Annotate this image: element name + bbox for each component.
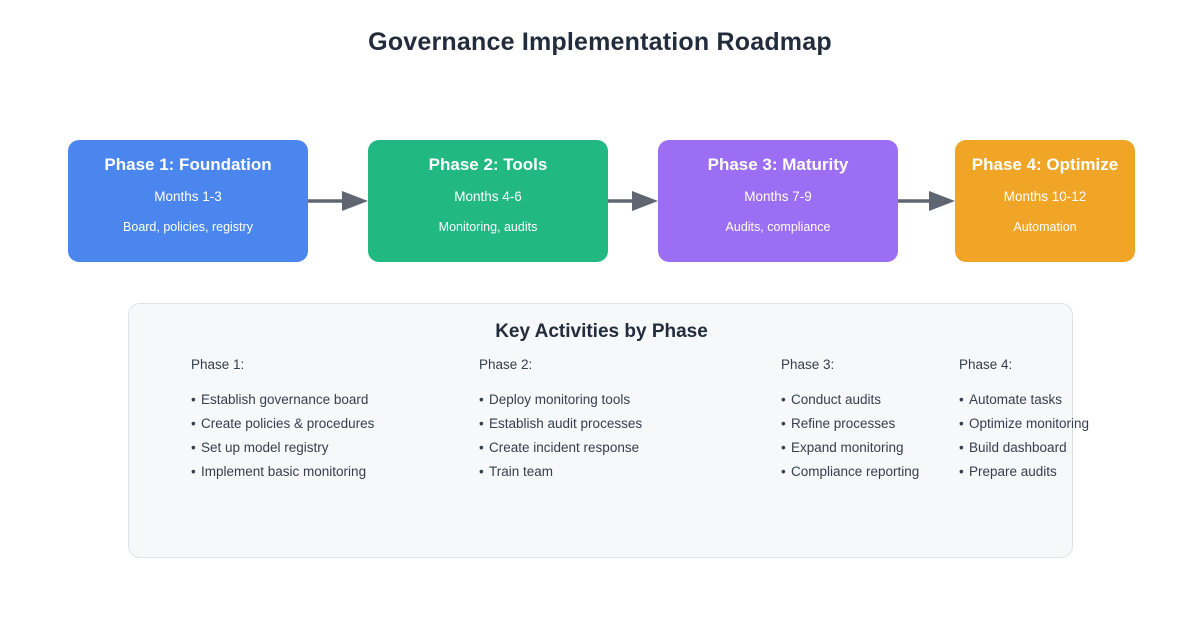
key-activities-panel: Key Activities by Phase Phase 1: • Establi… bbox=[128, 303, 1089, 558]
phase-box-focus: Audits, compliance bbox=[725, 220, 831, 234]
activity-list-item: • Automate tasks bbox=[959, 388, 1089, 412]
phase-box-months: Months 10-12 bbox=[1003, 189, 1087, 204]
activity-list-item-label: Create incident response bbox=[489, 440, 640, 455]
activity-list-item-label: Conduct audits bbox=[791, 392, 882, 407]
bullet-icon: • bbox=[781, 464, 786, 479]
phase-box-focus: Automation bbox=[1013, 220, 1077, 234]
phase-connector-arrow-2 bbox=[608, 190, 658, 212]
activity-list-item-label: Deploy monitoring tools bbox=[489, 392, 631, 407]
activity-column-header: Phase 2: bbox=[479, 357, 533, 372]
page-title: Governance Implementation Roadmap bbox=[368, 28, 832, 56]
phase-box-months: Months 4-6 bbox=[454, 189, 522, 204]
bullet-icon: • bbox=[479, 392, 484, 407]
activity-list-item-label: Create policies & procedures bbox=[201, 416, 375, 431]
bullet-icon: • bbox=[781, 392, 786, 407]
phase-box-title: Phase 1: Foundation bbox=[104, 155, 272, 174]
activity-list-item: • Prepare audits bbox=[959, 460, 1089, 484]
bullet-icon: • bbox=[959, 392, 964, 407]
phase-box-title: Phase 2: Tools bbox=[428, 155, 548, 174]
activity-list-item-label: Establish governance board bbox=[201, 392, 369, 407]
phase-box-title: Phase 4: Optimize bbox=[971, 155, 1119, 174]
activity-list-item: • Establish audit processes bbox=[479, 412, 642, 436]
activity-list-item: • Refine processes bbox=[781, 412, 919, 436]
activity-list: • Conduct audits • Refine processes • Expand … bbox=[781, 388, 919, 484]
activities-panel-title: Key Activities by Phase bbox=[495, 321, 708, 342]
phase-box-months: Months 7-9 bbox=[744, 189, 812, 204]
bullet-icon: • bbox=[479, 464, 484, 479]
activity-list: • Establish governance board • Create polic… bbox=[191, 388, 374, 484]
activity-list-item: • Build dashboard bbox=[959, 436, 1089, 460]
activity-list-item-label: Prepare audits bbox=[969, 464, 1057, 479]
activity-list-item: • Expand monitoring bbox=[781, 436, 919, 460]
activity-column-phase-4: Phase 4: • Automate tasks • Optimize monitor… bbox=[959, 356, 1089, 484]
activity-list-item: • Implement basic monitoring bbox=[191, 460, 374, 484]
activity-list-item-label: Optimize monitoring bbox=[969, 416, 1090, 431]
bullet-icon: • bbox=[959, 416, 964, 431]
activity-list-item-label: Set up model registry bbox=[201, 440, 329, 455]
phase-box-months: Months 1-3 bbox=[154, 189, 222, 204]
activity-column-header: Phase 4: bbox=[959, 357, 1013, 372]
phase-connector-arrow-3 bbox=[898, 190, 955, 212]
bullet-icon: • bbox=[191, 416, 196, 431]
activity-list-item-label: Establish audit processes bbox=[489, 416, 643, 431]
phase-box-title: Phase 3: Maturity bbox=[707, 155, 849, 174]
activity-list-item-label: Automate tasks bbox=[969, 392, 1063, 407]
activity-list-item-label: Expand monitoring bbox=[791, 440, 904, 455]
activity-list-item: • Establish governance board bbox=[191, 388, 374, 412]
phase-box-focus: Monitoring, audits bbox=[438, 220, 538, 234]
activity-list-item: • Optimize monitoring bbox=[959, 412, 1089, 436]
bullet-icon: • bbox=[479, 440, 484, 455]
activity-list: • Deploy monitoring tools • Establish audit… bbox=[479, 388, 642, 484]
activity-column-phase-2: Phase 2: • Deploy monitoring tools • Establi… bbox=[479, 356, 642, 484]
bullet-icon: • bbox=[479, 416, 484, 431]
bullet-icon: • bbox=[959, 440, 964, 455]
activity-list-item: • Deploy monitoring tools bbox=[479, 388, 642, 412]
bullet-icon: • bbox=[191, 440, 196, 455]
bullet-icon: • bbox=[959, 464, 964, 479]
activity-list-item-label: Compliance reporting bbox=[791, 464, 920, 479]
phase-box-focus: Board, policies, registry bbox=[123, 220, 253, 234]
activity-list-item-label: Refine processes bbox=[791, 416, 896, 431]
activity-list: • Automate tasks • Optimize monitoring • Buil… bbox=[959, 388, 1089, 484]
bullet-icon: • bbox=[781, 440, 786, 455]
activity-list-item-label: Train team bbox=[489, 464, 554, 479]
bullet-icon: • bbox=[191, 464, 196, 479]
activity-list-item: • Conduct audits bbox=[781, 388, 919, 412]
activity-list-item: • Compliance reporting bbox=[781, 460, 919, 484]
bullet-icon: • bbox=[781, 416, 786, 431]
activity-list-item-label: Implement basic monitoring bbox=[201, 464, 367, 479]
activity-column-phase-3: Phase 3: • Conduct audits • Refine processes… bbox=[781, 356, 919, 484]
activity-column-header: Phase 3: bbox=[781, 357, 835, 372]
activity-column-header: Phase 1: bbox=[191, 357, 245, 372]
activity-column-phase-1: Phase 1: • Establish governance board • Crea… bbox=[191, 356, 374, 484]
activity-list-item: • Train team bbox=[479, 460, 642, 484]
activity-list-item: • Create incident response bbox=[479, 436, 642, 460]
activity-list-item: • Create policies & procedures bbox=[191, 412, 374, 436]
activity-list-item-label: Build dashboard bbox=[969, 440, 1067, 455]
activity-list-item: • Set up model registry bbox=[191, 436, 374, 460]
activities-columns: Phase 1: • Establish governance board • Crea… bbox=[129, 356, 1089, 536]
bullet-icon: • bbox=[191, 392, 196, 407]
phase-connector-arrow-1 bbox=[308, 190, 368, 212]
